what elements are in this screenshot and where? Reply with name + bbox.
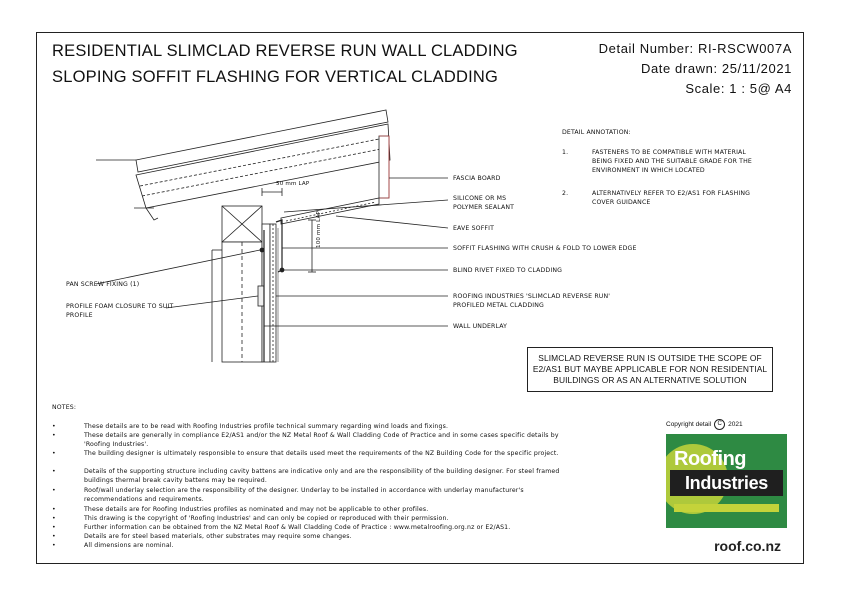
label-eave-soffit: EAVE SOFFIT — [453, 225, 495, 232]
fascia-board — [378, 135, 390, 199]
logo-word-industries: Industries — [670, 470, 783, 496]
copyright-icon: C — [714, 419, 726, 430]
logo-url: roof.co.nz — [714, 538, 781, 554]
logo-background: Roofing Industries — [666, 434, 787, 528]
label-dim-50: 50 mm LAP — [276, 181, 310, 187]
roof-purlin — [135, 123, 391, 209]
annotation-title: DETAIL ANNOTATION: — [562, 129, 631, 136]
label-dim-100: 100 mm LAP — [316, 210, 322, 248]
title-line-2: SLOPING SOFFIT FLASHING FOR VERTICAL CLA… — [52, 68, 499, 86]
drawing-frame — [36, 32, 804, 564]
copyright-year: 2021 — [728, 421, 743, 428]
label-foam-closure: PROFILE FOAM CLOSURE TO SUIT PROFILE — [66, 303, 174, 319]
detail-number: Detail Number: RI-RSCW007A — [598, 41, 792, 56]
copyright: Copyright detail C 2021 — [666, 419, 743, 430]
label-pan-screw: PAN SCREW FIXING (1) — [66, 281, 140, 288]
eave-soffit — [280, 197, 380, 225]
label-fascia-board: FASCIA BOARD — [453, 175, 501, 182]
date-drawn: Date drawn: 25/11/2021 — [640, 61, 792, 76]
annotation-number: 2. — [562, 190, 569, 197]
logo-word-roofing: Roofing — [674, 448, 747, 470]
label-wall-underlay: WALL UNDERLAY — [453, 323, 508, 330]
label-cladding: ROOFING INDUSTRIES 'SLIMCLAD REVERSE RUN… — [453, 293, 611, 309]
cladding-detail-drawing — [95, 109, 449, 363]
logo-stripe — [674, 504, 779, 512]
roofing-industries-logo: Roofing Industries roof.co.nz — [666, 434, 787, 556]
soffit-flashing — [275, 219, 283, 273]
scope-note: SLIMCLAD REVERSE RUN IS OUTSIDE THE SCOP… — [527, 347, 773, 392]
label-blind-rivet: BLIND RIVET FIXED TO CLADDING — [453, 267, 563, 274]
label-soffit-flashing: SOFFIT FLASHING WITH CRUSH & FOLD TO LOW… — [453, 245, 637, 252]
title-line-1: RESIDENTIAL SLIMCLAD REVERSE RUN WALL CL… — [52, 42, 518, 60]
annotation-text: FASTENERS TO BE COMPATIBLE WITH MATERIAL… — [592, 149, 752, 174]
scale: Scale: 1 : 5@ A4 — [685, 81, 792, 96]
annotation-number: 1. — [562, 149, 569, 156]
label-silicone-sealant: SILICONE OR MS POLYMER SEALANT — [453, 195, 515, 211]
annotation-text: ALTERNATIVELY REFER TO E2/AS1 FOR FLASHI… — [592, 190, 751, 206]
roof-sheet — [135, 109, 389, 173]
copyright-label: Copyright detail — [666, 421, 712, 428]
notes-heading: NOTES: — [52, 404, 77, 411]
